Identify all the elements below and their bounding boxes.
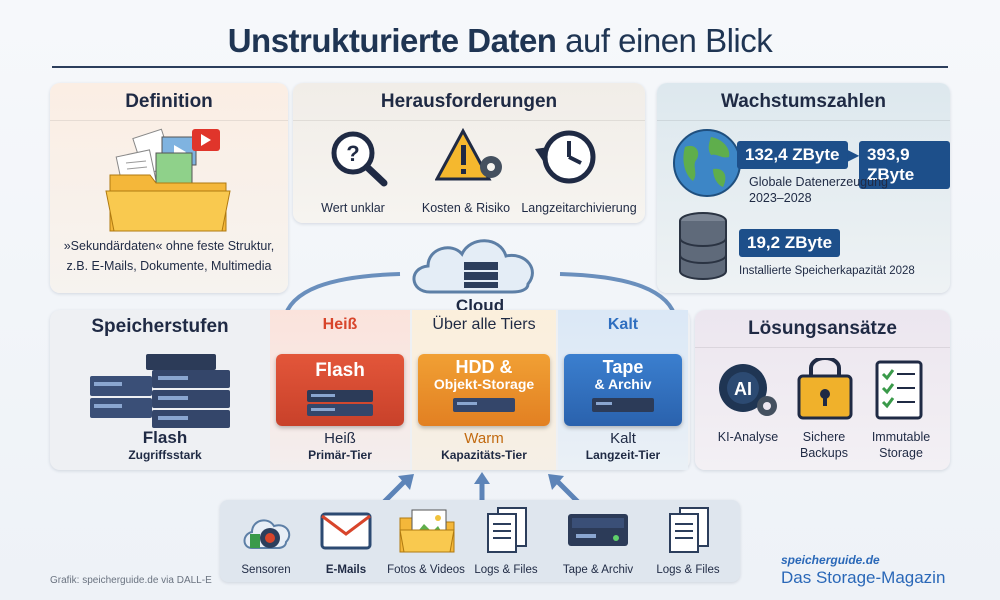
tier-hot-head: Heiß xyxy=(322,316,358,333)
challenge-label-2: Kosten & Risiko xyxy=(421,201,511,215)
source-label-5: Tape & Archiv xyxy=(562,564,634,576)
source-label-2: E-Mails xyxy=(325,564,367,576)
storage-capacity-badge: 19,2 ZByte xyxy=(739,229,841,257)
tape-drive-icon xyxy=(568,514,628,546)
photo-folder-icon xyxy=(399,509,455,553)
mail-icon xyxy=(320,512,372,550)
source-label-1: Sensoren xyxy=(241,564,291,576)
tier-warm-card-title: HDD & xyxy=(455,357,513,377)
solution-label-3b: Storage xyxy=(879,446,923,460)
title-bold: Unstrukturierte Daten xyxy=(227,22,557,59)
server-rack-icon xyxy=(90,354,230,428)
tier-warm-column: Über alle Tiers HDD & Objekt-Storage War… xyxy=(412,310,556,470)
history-clock-icon xyxy=(535,130,596,184)
solution-label-2a: Sichere xyxy=(802,430,846,444)
source-label-6: Logs & Files xyxy=(656,564,720,576)
svg-text:?: ? xyxy=(346,141,359,166)
solutions-panel: Lösungsansätze AI KI-Analyse Sichere Bac… xyxy=(695,310,950,470)
solutions-heading: Lösungsansätze xyxy=(695,310,950,348)
challenges-heading: Herausforderungen xyxy=(293,83,645,121)
storage-left-label: Flash xyxy=(142,428,188,447)
growth-to-badge: 393,9 ZByte xyxy=(859,141,950,189)
tier-cold-card-subtitle: & Archiv xyxy=(594,376,652,392)
growth-panel: Wachstumszahlen 132,4 ZByte ▶ 393,9 ZByt… xyxy=(657,83,950,293)
tier-warm-label: Warm xyxy=(464,430,504,447)
challenges-panel: Herausforderungen ? Wert unklar Kosten &… xyxy=(293,83,645,223)
solution-label-3a: Immutable xyxy=(871,430,931,444)
flash-server-icon xyxy=(307,390,373,416)
source-arrows xyxy=(382,472,580,504)
growth-desc-1: Globale Datenerzeugung xyxy=(749,175,888,189)
growth-desc-2: 2023–2028 xyxy=(749,191,812,205)
solution-label-2b: Backups xyxy=(800,446,848,460)
definition-line-2: z.B. E-Mails, Dokumente, Multimedia xyxy=(66,259,272,273)
tier-warm-sub: Kapazitäts-Tier xyxy=(441,448,527,462)
checklist-icon xyxy=(875,360,923,420)
brand-site: speicherguide.de xyxy=(781,553,880,567)
tier-warm-card: HDD & Objekt-Storage xyxy=(418,354,550,426)
definition-line-1: »Sekundärdaten« ohne feste Struktur, xyxy=(63,239,275,253)
storage-left-sub: Zugriffsstark xyxy=(128,448,202,462)
page-title: Unstrukturierte Daten auf einen Blick xyxy=(0,22,1000,60)
tier-hot-label: Heiß xyxy=(324,430,356,447)
source-photos: Fotos & Videos xyxy=(386,500,466,582)
source-logs-1: Logs & Files xyxy=(466,500,546,582)
storage-capacity-desc: Installierte Speicherkapazität 2028 xyxy=(739,265,915,277)
cloud-icon xyxy=(412,239,534,294)
tape-library-icon xyxy=(592,398,654,412)
hdd-box-icon xyxy=(453,398,515,412)
source-tape: Tape & Archiv xyxy=(550,500,646,582)
globe-icon xyxy=(673,129,741,197)
image-credit: Grafik: speicherguide.de via DALL-E xyxy=(50,575,212,586)
cloud-sub-label: Über alle Tiers xyxy=(432,316,536,333)
challenge-label-1: Wert unklar xyxy=(321,201,385,215)
tier-hot-column: Heiß Flash Heiß Primär-Tier xyxy=(270,310,410,470)
tier-cold-card: Tape & Archiv xyxy=(564,354,682,426)
folder-documents-icon xyxy=(105,128,231,232)
document-icon xyxy=(669,507,709,553)
source-label-3: Fotos & Videos xyxy=(387,564,465,576)
tier-cold-sub: Langzeit-Tier xyxy=(585,448,661,462)
warning-gear-icon xyxy=(435,127,502,181)
lock-icon xyxy=(797,358,853,420)
source-label-4: Logs & Files xyxy=(474,564,538,576)
title-light: auf einen Blick xyxy=(565,22,773,59)
tier-hot-card: Flash xyxy=(276,354,404,426)
definition-heading: Definition xyxy=(50,83,288,121)
svg-text:AI: AI xyxy=(734,379,752,399)
document-icon xyxy=(487,507,527,553)
database-icon xyxy=(679,212,727,280)
tier-cold-column: Kalt Tape & Archiv Kalt Langzeit-Tier xyxy=(558,310,688,470)
tier-warm-card-subtitle: Objekt-Storage xyxy=(433,376,535,392)
storage-tiers-heading: Speicherstufen xyxy=(91,316,229,337)
source-logs-2: Logs & Files xyxy=(648,500,728,582)
growth-heading: Wachstumszahlen xyxy=(657,83,950,121)
challenge-label-3: Langzeitarchivierung xyxy=(521,201,637,215)
tier-hot-sub: Primär-Tier xyxy=(308,448,372,462)
sources-panel: Sensoren E-Mails Fotos & Videos Logs & F… xyxy=(220,500,740,582)
tier-cold-label: Kalt xyxy=(610,430,636,447)
tier-cold-card-title: Tape xyxy=(602,357,644,377)
growth-arrow-icon: ▶ xyxy=(847,147,860,164)
source-sensors: Sensoren xyxy=(226,500,306,582)
sensor-cloud-icon xyxy=(243,519,291,549)
magnifier-question-icon: ? xyxy=(331,131,388,187)
tier-hot-card-title: Flash xyxy=(315,360,365,381)
ai-gear-icon: AI xyxy=(719,364,777,416)
title-divider xyxy=(52,66,948,68)
solution-label-1: KI-Analyse xyxy=(717,430,779,444)
source-emails: E-Mails xyxy=(306,500,386,582)
growth-from-badge: 132,4 ZByte xyxy=(737,141,848,169)
tier-cold-head: Kalt xyxy=(607,316,639,333)
definition-panel: Definition »Sekundärdaten« ohne feste St… xyxy=(50,83,288,293)
brand-tagline: Das Storage-Magazin xyxy=(781,568,946,587)
